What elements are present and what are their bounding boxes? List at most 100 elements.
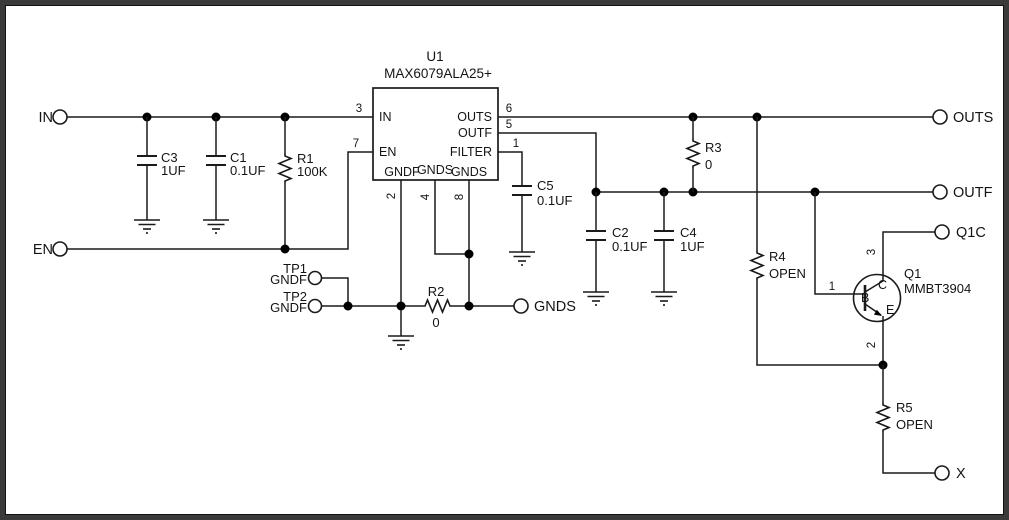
ground-symbol	[133, 219, 161, 234]
capacitor-c5: C5 0.1UF	[498, 151, 572, 266]
q1-num-2: 2	[866, 342, 878, 348]
q1-base-label: B	[861, 291, 869, 305]
terminal-tp1	[307, 270, 323, 286]
junction-dot	[464, 249, 474, 259]
junction-dot	[343, 301, 353, 311]
r2-value: 0	[432, 315, 439, 330]
terminal-q1c-label: Q1C	[956, 225, 986, 241]
u1-num-8: 8	[454, 194, 466, 200]
terminal-tp2	[307, 298, 323, 314]
resistor-r4: R4 OPEN	[748, 117, 883, 366]
q1-part: MMBT3904	[904, 281, 971, 296]
r1-ref: R1	[297, 151, 314, 166]
u1-num-1: 1	[513, 138, 519, 150]
capacitor-c4: C4 1UF	[650, 192, 705, 306]
q1-collector-label: C	[878, 278, 887, 292]
c2-value: 0.1UF	[612, 239, 647, 254]
r5-ref: R5	[896, 400, 913, 415]
net-gndf	[387, 180, 415, 350]
q1-emitter-label: E	[886, 303, 894, 317]
u1-num-7: 7	[353, 138, 359, 150]
u1-num-5: 5	[506, 119, 512, 131]
ground-symbol	[650, 291, 678, 306]
u1-part: MAX6079ALA25+	[384, 66, 492, 81]
net-gnds-ic	[434, 180, 474, 306]
r4-ref: R4	[769, 249, 786, 264]
junction-dot	[396, 301, 406, 311]
q1-num-1: 1	[829, 281, 835, 293]
u1-num-3: 3	[356, 103, 362, 115]
u1-pin-en: EN	[379, 145, 396, 159]
u1-num-4: 4	[420, 193, 432, 200]
r5-value: OPEN	[896, 417, 933, 432]
r1-value: 100K	[297, 164, 328, 179]
terminal-in-label: IN	[39, 110, 54, 126]
terminal-in	[52, 109, 68, 125]
u1-ref: U1	[426, 49, 443, 64]
terminal-en-label: EN	[33, 242, 53, 258]
testpoint-tp2: TP2 GNDF	[270, 289, 422, 315]
terminal-outf	[932, 184, 948, 200]
tp2-net: GNDF	[270, 300, 307, 315]
u1-pin-gndf: GNDF	[384, 165, 420, 179]
resistor-r2: R2 0 GNDS	[422, 284, 576, 330]
c3-value: 1UF	[161, 163, 186, 178]
terminal-q1c	[934, 224, 950, 240]
terminal-outs	[932, 109, 948, 125]
ground-symbol	[508, 251, 536, 266]
circuit-schematic: IN C3 1UF C1 0.1UF R1 100K EN	[33, 49, 993, 482]
r3-value: 0	[705, 157, 712, 172]
net-en: EN	[33, 151, 373, 258]
net-outs: OUTS	[498, 109, 993, 126]
emitter-arrow	[873, 309, 882, 316]
resistor-r5: R5 OPEN X	[874, 365, 966, 482]
capacitor-c2: C2 0.1UF	[582, 192, 647, 306]
u1-num-2: 2	[386, 193, 398, 199]
terminal-outf-label: OUTF	[953, 185, 993, 201]
u1-pin-outf: OUTF	[458, 126, 492, 140]
terminal-x-label: X	[956, 466, 966, 482]
c3-ref: C3	[161, 150, 178, 165]
r3-ref: R3	[705, 140, 722, 155]
c1-value: 0.1UF	[230, 163, 265, 178]
terminal-gnds-label: GNDS	[534, 299, 576, 315]
resistor-r3: R3 0	[684, 117, 722, 192]
c5-ref: C5	[537, 178, 554, 193]
u1-num-6: 6	[506, 103, 512, 115]
capacitor-c3: C3 1UF	[133, 117, 186, 234]
tp1-net: GNDF	[270, 272, 307, 287]
c4-value: 1UF	[680, 239, 705, 254]
terminal-en	[52, 241, 68, 257]
terminal-gnds	[513, 298, 529, 314]
ground-symbol	[582, 291, 610, 306]
u1-pin-in: IN	[379, 110, 392, 124]
u1-pin-filter: FILTER	[450, 145, 492, 159]
transistor-q1: C E B Q1 MMBT3904 1 3 2 Q1C	[814, 192, 986, 370]
c2-ref: C2	[612, 225, 629, 240]
terminal-outs-label: OUTS	[953, 110, 993, 126]
net-in: IN	[39, 109, 373, 126]
net-outf: OUTF	[498, 132, 993, 201]
capacitor-c1: C1 0.1UF	[202, 117, 265, 234]
q1-num-3: 3	[866, 249, 878, 255]
c5-value: 0.1UF	[537, 193, 572, 208]
tp1-ref: TP1	[283, 261, 307, 276]
testpoint-tp1: TP1 GNDF	[270, 261, 349, 306]
junction-dot	[464, 301, 474, 311]
r4-value: OPEN	[769, 266, 806, 281]
c4-ref: C4	[680, 225, 697, 240]
tp2-ref: TP2	[283, 289, 307, 304]
u1-pin-gnds-b: GNDS	[451, 165, 487, 179]
c1-ref: C1	[230, 150, 247, 165]
u1-pin-outs: OUTS	[457, 110, 492, 124]
transistor-body	[852, 273, 902, 323]
terminal-x	[934, 465, 950, 481]
q1-ref: Q1	[904, 266, 921, 281]
u1-pin-gnds-a: GNDS	[417, 163, 453, 177]
r2-ref: R2	[428, 284, 445, 299]
ground-symbol	[387, 335, 415, 350]
ground-symbol	[202, 219, 230, 234]
resistor-r1: R1 100K	[276, 117, 328, 249]
junction-dot	[280, 244, 290, 254]
